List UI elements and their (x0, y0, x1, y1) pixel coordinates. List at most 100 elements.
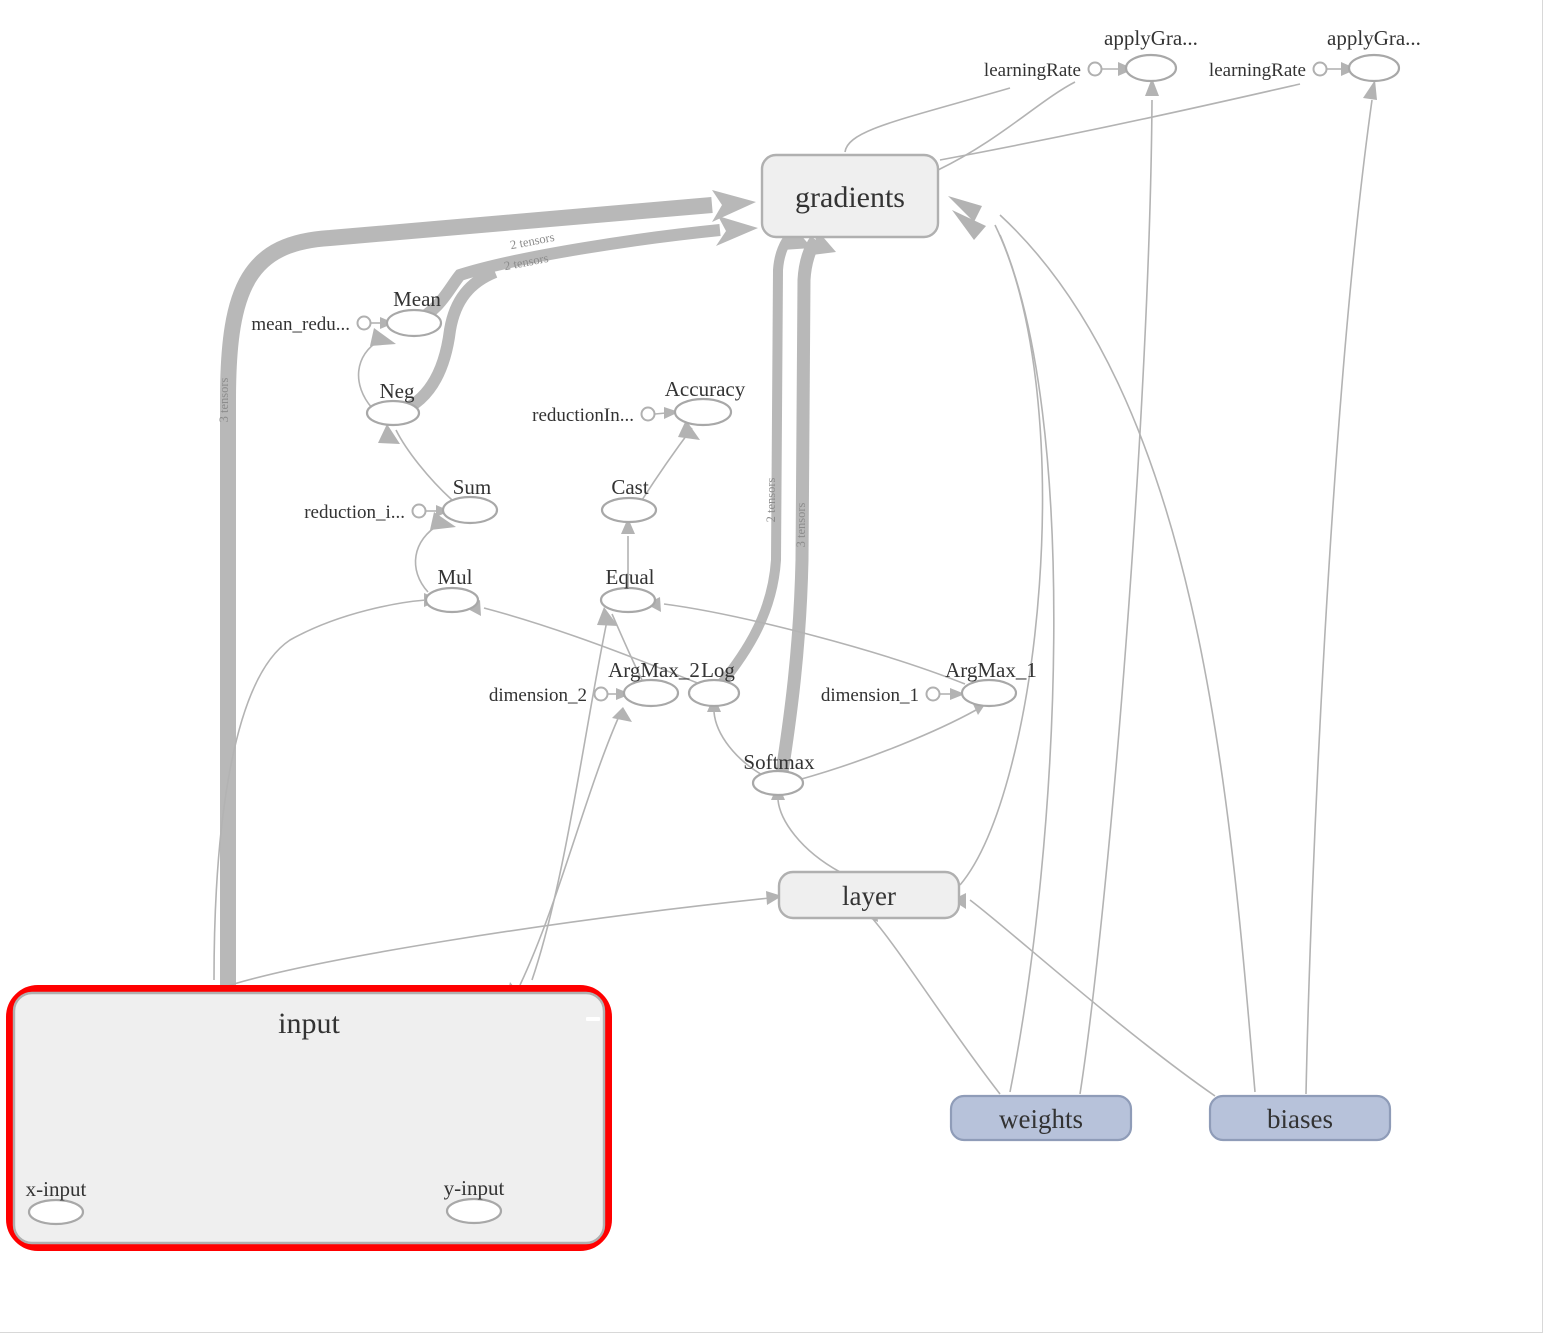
ArgMax-1-label: ArgMax_1 (945, 658, 1037, 682)
Mean-oval[interactable] (385, 308, 443, 338)
group-input[interactable]: input (6, 985, 612, 1251)
const-mean-reduction[interactable]: mean_redu... (251, 314, 372, 335)
node-Log[interactable]: Log (687, 658, 741, 708)
edge-log-mul (483, 607, 701, 685)
gradients-rect[interactable] (760, 153, 940, 239)
edge-gradients-applygra1 (937, 81, 1076, 171)
reductionIndices-label: reductionIn... (532, 405, 634, 426)
edge-neg-to-mean-thick (396, 266, 498, 418)
mean-reduction-circle[interactable] (356, 315, 372, 331)
arrowhead-input-gradients (712, 190, 756, 222)
constant-nodes-layer[interactable]: learningRate learningRate mean_redu... r… (251, 60, 1328, 706)
edge-gradients-applygra1b (844, 87, 1011, 153)
edge-layer-softmax (777, 799, 841, 873)
arrowhead-input-layer (766, 891, 782, 905)
node-x-input[interactable]: x-input (26, 1177, 87, 1226)
const-learningRate-2[interactable]: learningRate (1209, 60, 1328, 81)
y-input-label: y-input (444, 1176, 505, 1200)
edge-input-layer (214, 897, 771, 991)
const-reductionIndices[interactable]: reductionIn... (532, 405, 656, 426)
edge-weights-applygra1 (1079, 99, 1153, 1095)
applyGra-1-oval[interactable] (1124, 53, 1178, 83)
node-Accuracy[interactable]: Accuracy (665, 377, 746, 427)
const-dimension-1[interactable]: dimension_1 (821, 685, 941, 706)
edge-input-mul (213, 599, 427, 981)
layer-rect[interactable] (777, 870, 961, 920)
node-Neg[interactable]: Neg (365, 379, 421, 427)
input-group-rect[interactable] (12, 991, 606, 1245)
edge-biases-gradients (999, 214, 1256, 1093)
variable-biases[interactable]: biases (1208, 1094, 1392, 1142)
group-nodes-layer[interactable]: gradients layer weights biases (760, 153, 1392, 1142)
node-Mean[interactable]: Mean (385, 287, 443, 338)
arrowhead-cast-accuracy (678, 420, 700, 440)
edge-weights-gradients (999, 234, 1055, 1093)
Mul-oval[interactable] (424, 586, 480, 614)
Cast-oval[interactable] (600, 496, 658, 524)
Sum-oval[interactable] (441, 495, 499, 525)
minus-icon[interactable] (586, 1017, 600, 1021)
edge-argmax2-equal (611, 613, 643, 681)
node-Equal[interactable]: Equal (599, 565, 657, 614)
Neg-oval[interactable] (365, 399, 421, 427)
dimension-1-label: dimension_1 (821, 685, 919, 706)
group-gradients[interactable]: gradients (760, 153, 940, 239)
edge-softmax-log (713, 711, 765, 777)
node-applyGra-2[interactable]: applyGra... (1327, 26, 1421, 83)
const-dimension-2[interactable]: dimension_2 (489, 685, 609, 706)
Mean-label: Mean (393, 287, 441, 311)
const-learningRate-1[interactable]: learningRate (984, 60, 1103, 81)
edge-biases-layer (969, 899, 1216, 1097)
edge-mean-to-gradients (411, 224, 721, 328)
ArgMax-2-oval[interactable] (622, 678, 680, 708)
Log-oval[interactable] (687, 678, 741, 708)
Softmax-oval[interactable] (751, 769, 805, 797)
learningRate-2-label: learningRate (1209, 60, 1306, 81)
learningRate-1-circle[interactable] (1087, 61, 1103, 77)
applyGra-2-oval[interactable] (1347, 53, 1401, 83)
node-Sum[interactable]: Sum (441, 475, 499, 525)
weights-label: weights (999, 1104, 1083, 1134)
edge-layer-gradients (959, 224, 1044, 886)
Mul-label: Mul (437, 565, 472, 589)
reduction-indices-circle[interactable] (411, 503, 427, 519)
ArgMax-1-oval[interactable] (960, 678, 1018, 708)
learningRate-2-circle[interactable] (1312, 61, 1328, 77)
edge-weights-layer (871, 917, 1001, 1095)
node-Mul[interactable]: Mul (424, 565, 480, 614)
dimension-1-circle[interactable] (925, 686, 941, 702)
node-Softmax[interactable]: Softmax (743, 750, 815, 797)
node-applyGra-1[interactable]: applyGra... (1104, 26, 1198, 83)
weights-rect[interactable] (949, 1094, 1133, 1142)
arrowhead-mean-gradients (716, 216, 758, 246)
variable-weights[interactable]: weights (949, 1094, 1133, 1142)
node-ArgMax-1[interactable]: ArgMax_1 (945, 658, 1037, 708)
edge-input-argmax2 (519, 713, 621, 986)
dimension-2-circle[interactable] (593, 686, 609, 702)
Accuracy-oval[interactable] (673, 397, 733, 427)
y-input-oval[interactable] (445, 1197, 503, 1225)
node-Cast[interactable]: Cast (600, 475, 658, 524)
group-layer[interactable]: layer (777, 870, 961, 920)
arrowhead-biases-gradients (948, 196, 982, 222)
op-nodes-layer[interactable]: applyGra... applyGra... Mean Neg Accurac… (26, 26, 1421, 1226)
biases-rect[interactable] (1208, 1094, 1392, 1142)
node-ArgMax-2[interactable]: ArgMax_2 (608, 658, 700, 708)
learningRate-1-label: learningRate (984, 60, 1081, 81)
Neg-label: Neg (380, 379, 415, 403)
Equal-label: Equal (606, 565, 655, 589)
arrowhead-weights-gradients (952, 210, 986, 240)
reductionIndices-circle[interactable] (640, 406, 656, 422)
Equal-oval[interactable] (599, 586, 657, 614)
applyGra-2-label: applyGra... (1327, 26, 1421, 50)
arrowhead-mul-sum (430, 512, 456, 530)
const-reduction-indices[interactable]: reduction_i... (304, 502, 427, 523)
node-y-input[interactable]: y-input (444, 1176, 505, 1225)
biases-label: biases (1267, 1104, 1333, 1134)
ArgMax-2-label: ArgMax_2 (608, 658, 700, 682)
arrowhead-dim1-argmax1 (950, 688, 965, 700)
arrowhead-neg-mean (370, 328, 396, 346)
x-input-oval[interactable] (27, 1198, 85, 1226)
